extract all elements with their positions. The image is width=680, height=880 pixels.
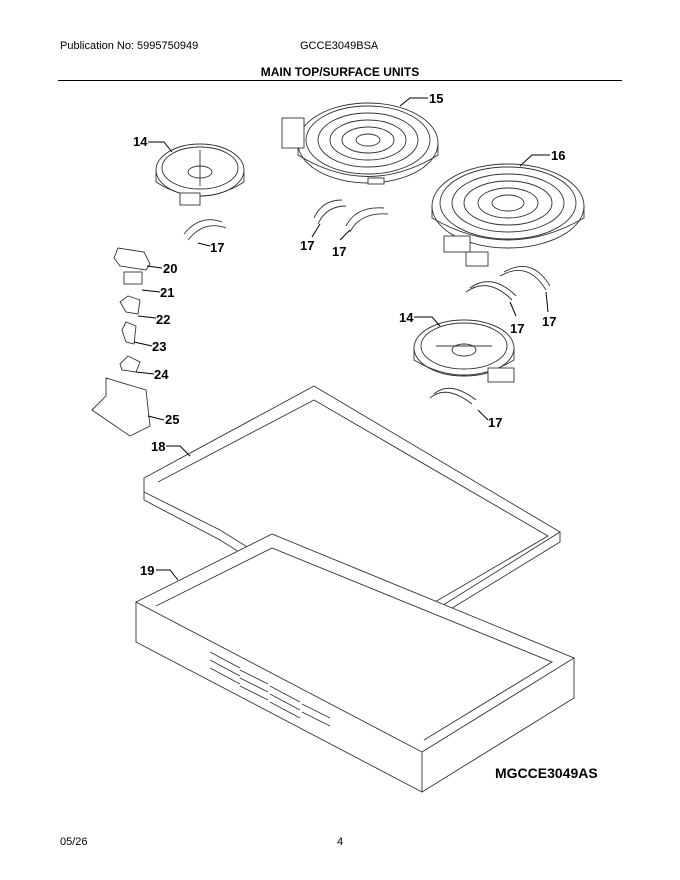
callout-17-f: 17	[488, 415, 502, 430]
callout-20: 20	[163, 261, 177, 276]
part-19-cooktop-box	[135, 533, 575, 793]
part-14-small-element-left	[155, 143, 245, 206]
model-number: GCCE3049BSA	[300, 40, 379, 52]
callout-leaders	[133, 97, 550, 581]
callout-22: 22	[156, 312, 170, 327]
callout-17-b: 17	[300, 238, 314, 253]
diagram-code: MGCCE3049AS	[495, 765, 598, 781]
part-15-large-element-top	[281, 102, 439, 185]
page-number: 4	[337, 836, 344, 848]
callout-21: 21	[160, 285, 174, 300]
publication-number: Publication No: 5995750949	[60, 40, 199, 52]
callout-25: 25	[165, 412, 179, 427]
callout-15: 15	[429, 91, 443, 106]
footer-date: 05/26	[60, 836, 88, 848]
part-17-brackets	[183, 199, 551, 405]
callout-17-d: 17	[510, 321, 524, 336]
callout-17-e: 17	[542, 314, 556, 329]
callout-18: 18	[151, 439, 165, 454]
part-14-small-element-right	[413, 319, 515, 383]
parts-20-to-25-small-hardware	[91, 247, 151, 437]
section-title: MAIN TOP/SURFACE UNITS	[260, 65, 420, 79]
callout-23: 23	[152, 339, 166, 354]
callout-17-a: 17	[210, 240, 224, 255]
callout-19: 19	[140, 563, 154, 578]
callout-24: 24	[154, 367, 169, 382]
part-16-large-element-right	[431, 163, 585, 267]
callout-14-right: 14	[399, 310, 414, 325]
callout-14-left: 14	[133, 134, 148, 149]
header-rule	[58, 80, 622, 81]
callout-16: 16	[551, 148, 565, 163]
callout-17-c: 17	[332, 244, 346, 259]
